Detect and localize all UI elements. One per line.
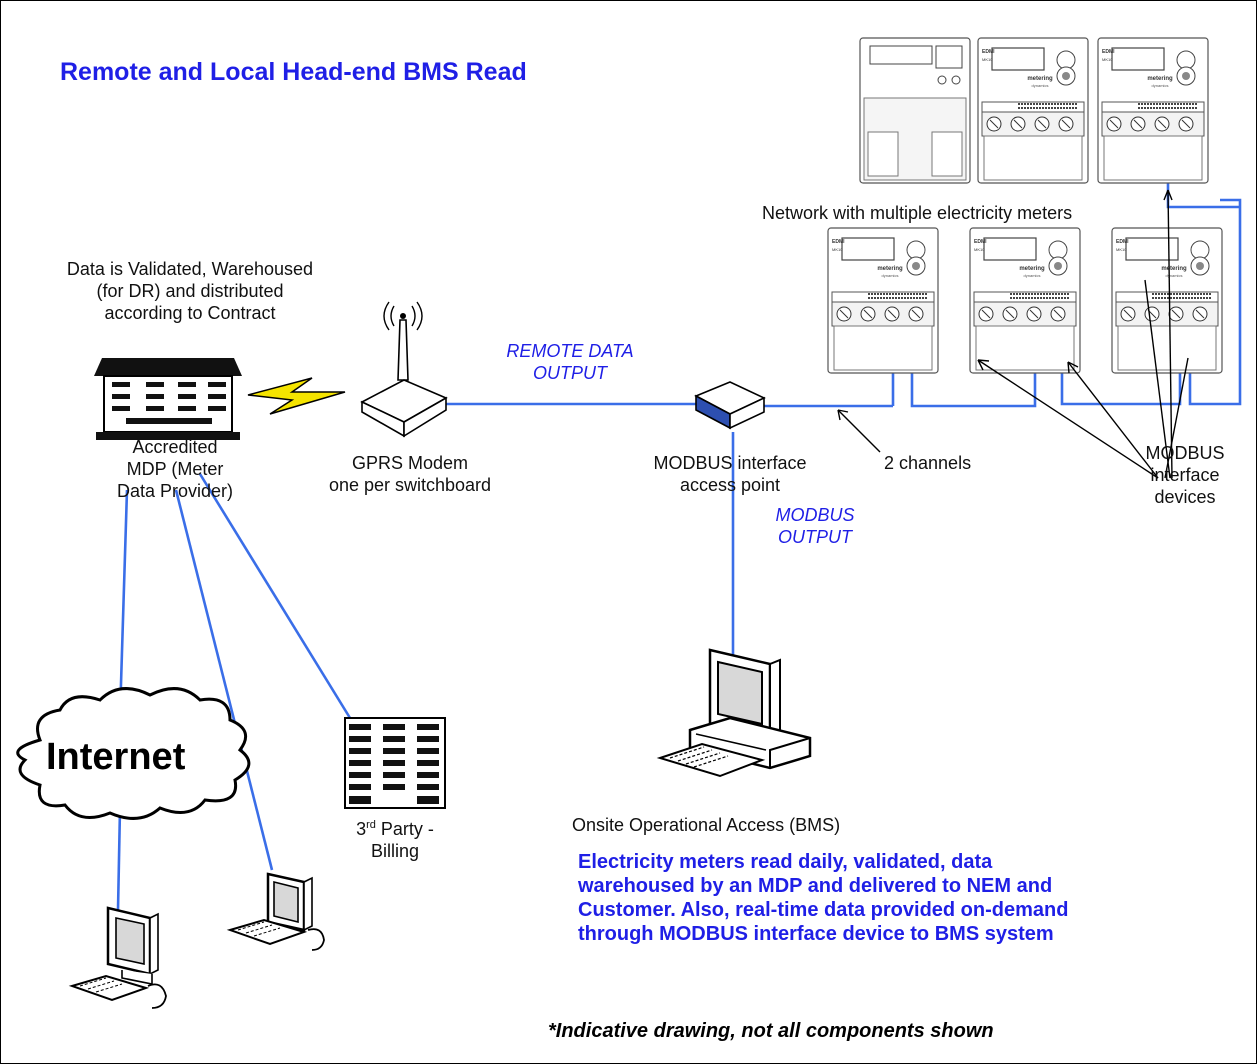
mdp-note-label: Data is Validated, Warehoused (for DR) a… bbox=[66, 259, 314, 323]
bms-computer-icon bbox=[656, 648, 812, 778]
meter-bottom-2 bbox=[969, 227, 1081, 374]
mdp-server-icon bbox=[94, 358, 242, 440]
meter-bus-2 bbox=[1060, 360, 1182, 406]
meter-top-3 bbox=[1097, 37, 1209, 184]
meter-bottom-1 bbox=[827, 227, 939, 374]
connection-lines bbox=[116, 180, 1242, 911]
mdp-to-internet bbox=[118, 489, 129, 717]
billing-building-icon bbox=[344, 717, 446, 809]
meter-top-1 bbox=[859, 37, 971, 184]
meter-bus-top bbox=[1112, 180, 1240, 209]
bms-label: Onsite Operational Access (BMS) bbox=[572, 815, 841, 835]
network-meters-label: Network with multiple electricity meters bbox=[762, 203, 1073, 223]
internet-to-pc1 bbox=[116, 807, 122, 911]
internet-cloud-icon bbox=[16, 687, 251, 820]
third-party-billing-label: 3rd Party - Billing bbox=[356, 819, 434, 861]
two-channels-label: 2 channels bbox=[884, 453, 972, 473]
gprs-modem-icon bbox=[360, 301, 448, 438]
meter-top-2 bbox=[977, 37, 1089, 184]
remote-pc-1-icon bbox=[68, 906, 167, 1009]
mdp-label: Accredited MDP (Meter Data Provider) bbox=[116, 437, 234, 501]
gprs-modem-label: GPRS Modem one per switchboard bbox=[328, 453, 492, 495]
modbus-access-point-icon bbox=[694, 381, 766, 430]
meter-bottom-3 bbox=[1111, 227, 1223, 374]
meter-bus-3 bbox=[1188, 198, 1242, 406]
indicative-note: *Indicative drawing, not all components … bbox=[548, 1020, 994, 1042]
wireless-lightning bbox=[247, 377, 346, 415]
mdp-to-pc2 bbox=[174, 489, 274, 871]
mdp-to-billing bbox=[198, 473, 352, 719]
modbus-access-point-label: MODBUS interface access point bbox=[653, 453, 807, 495]
annotation-arrows bbox=[837, 189, 1189, 479]
modbus-output-label: MODBUS OUTPUT bbox=[775, 505, 855, 547]
diagram-title: Remote and Local Head-end BMS Read bbox=[60, 58, 527, 86]
modbus-devices-label: MODBUS interface devices bbox=[1145, 443, 1225, 507]
internet-label: Internet bbox=[46, 736, 186, 778]
remote-pc-2-icon bbox=[226, 872, 325, 951]
remote-data-output-label: REMOTE DATA OUTPUT bbox=[506, 341, 634, 383]
summary-text: Electricity meters read daily, validated… bbox=[578, 851, 1069, 945]
